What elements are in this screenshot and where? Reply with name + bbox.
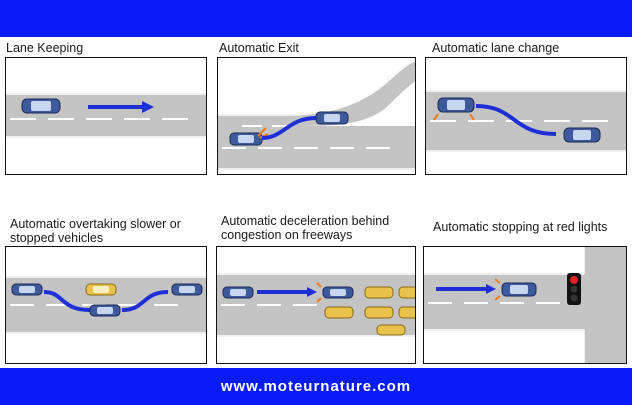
lead-car (21, 98, 61, 114)
diagram-grid: Lane Keeping Automatic Exit Automatic la… (0, 37, 632, 368)
panel-title-deceleration-line1: Automatic deceleration behind (221, 214, 390, 228)
lead-car (437, 97, 475, 113)
panel-title-deceleration-line2: congestion on freeways (221, 228, 353, 242)
slow-car (85, 283, 117, 296)
intersection-road (584, 247, 626, 363)
panel-title-lane-change: Automatic lane change (432, 41, 560, 55)
panel-overtaking (5, 246, 207, 364)
pass-arrow-back (121, 290, 169, 312)
red-light-stop-diagram (424, 247, 626, 363)
brake-lights (494, 278, 501, 301)
changed-lane-car (563, 127, 601, 143)
exit-car (229, 132, 263, 146)
lead-car (222, 286, 254, 299)
lane-keeping-diagram (6, 93, 206, 138)
passing-car (89, 304, 121, 317)
decelerating-car (322, 286, 354, 299)
exit-arrow (261, 116, 317, 140)
overtaking-diagram (6, 276, 206, 334)
turn-signal (433, 113, 475, 121)
top-banner (0, 0, 632, 37)
traffic-light-icon (567, 273, 581, 305)
lane-change-arrow (475, 104, 557, 136)
panel-title-overtaking-line2: stopped vehicles (10, 231, 104, 245)
pass-arrow-out (43, 290, 91, 312)
panel-automatic-exit (217, 57, 416, 175)
panel-lane-change (425, 57, 627, 175)
site-url[interactable]: www.moteurnature.com (220, 378, 412, 395)
panel-red-light (423, 246, 627, 364)
brake-lights (316, 282, 322, 303)
stopping-car (501, 282, 537, 297)
returned-car (171, 283, 203, 296)
panel-title-red-light: Automatic stopping at red lights (433, 220, 608, 234)
panel-lane-keeping (5, 57, 207, 175)
exit-ramp (218, 59, 415, 126)
deceleration-diagram (217, 273, 415, 337)
panel-title-automatic-exit: Automatic Exit (219, 41, 299, 55)
congestion-cars (324, 286, 415, 336)
automatic-exit-diagram (218, 59, 415, 170)
lead-car (11, 283, 43, 296)
footer-banner: www.moteurnature.com (0, 368, 632, 405)
panel-title-lane-keeping: Lane Keeping (6, 41, 84, 55)
exit-car-ahead (315, 111, 349, 125)
lane-change-diagram (426, 90, 626, 152)
panel-title-overtaking-line1: Automatic overtaking slower or (10, 217, 181, 231)
panel-deceleration (216, 246, 416, 364)
